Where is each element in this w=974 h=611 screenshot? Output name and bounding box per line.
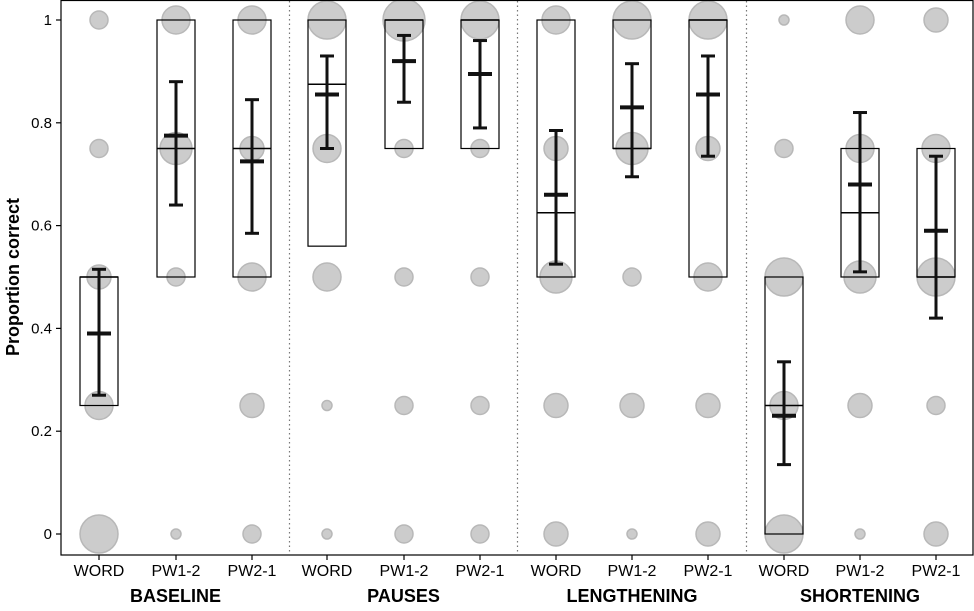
axes-layer [56, 0, 974, 560]
condition-label: PW1-2 [608, 563, 657, 580]
response-bubble [543, 392, 569, 419]
condition-label: WORD [759, 563, 810, 580]
condition-label: WORD [74, 563, 125, 580]
response-bubble [312, 262, 342, 292]
response-bubble [242, 524, 262, 544]
response-bubble [321, 399, 333, 412]
boxes-layer [79, 19, 956, 535]
response-bubble [394, 267, 414, 287]
iqr-box [307, 19, 347, 247]
response-bubble [89, 10, 109, 30]
y-tick-label: 0.6 [31, 218, 52, 235]
response-bubble [923, 7, 949, 33]
y-tick-label: 0 [44, 526, 52, 543]
response-bubble [695, 521, 721, 547]
response-bubble [774, 138, 794, 159]
condition-label: WORD [531, 563, 582, 580]
group-label: LENGTHENING [566, 586, 697, 606]
y-tick-label: 1 [44, 12, 52, 29]
response-bubble [778, 14, 790, 26]
response-bubble [170, 528, 182, 540]
response-bubble [845, 5, 875, 35]
response-bubble [926, 395, 946, 416]
response-bubble [470, 395, 490, 416]
condition-label: PW2-1 [684, 563, 733, 580]
y-tick-label: 0.4 [31, 320, 52, 337]
response-bubble [239, 392, 265, 419]
response-bubble [321, 528, 333, 540]
response-bubble [923, 521, 949, 547]
y-axis-label: Proportion correct [3, 198, 23, 356]
response-bubble [622, 267, 642, 287]
condition-label: PW1-2 [836, 563, 885, 580]
condition-label: PW1-2 [152, 563, 201, 580]
response-bubble [847, 392, 873, 419]
response-bubble [619, 392, 645, 419]
response-bubble [543, 521, 569, 547]
response-bubble [79, 514, 119, 554]
condition-label: PW2-1 [228, 563, 277, 580]
response-bubble [470, 524, 490, 544]
y-tick-label: 0.8 [31, 115, 52, 132]
condition-label: PW1-2 [380, 563, 429, 580]
condition-label: PW2-1 [456, 563, 505, 580]
condition-label: PW2-1 [912, 563, 961, 580]
response-bubble [626, 528, 638, 540]
plot-frame [60, 0, 974, 556]
response-bubble [854, 528, 866, 540]
response-bubble [394, 395, 414, 416]
response-bubble [470, 267, 490, 287]
response-bubble [394, 524, 414, 544]
response-bubble [89, 138, 109, 159]
response-bubble [695, 392, 721, 419]
group-label: SHORTENING [800, 586, 920, 606]
group-label: BASELINE [130, 586, 221, 606]
y-tick-label: 0.2 [31, 423, 52, 440]
group-label: PAUSES [367, 586, 440, 606]
iqr-box [536, 19, 576, 278]
condition-label: WORD [302, 563, 353, 580]
